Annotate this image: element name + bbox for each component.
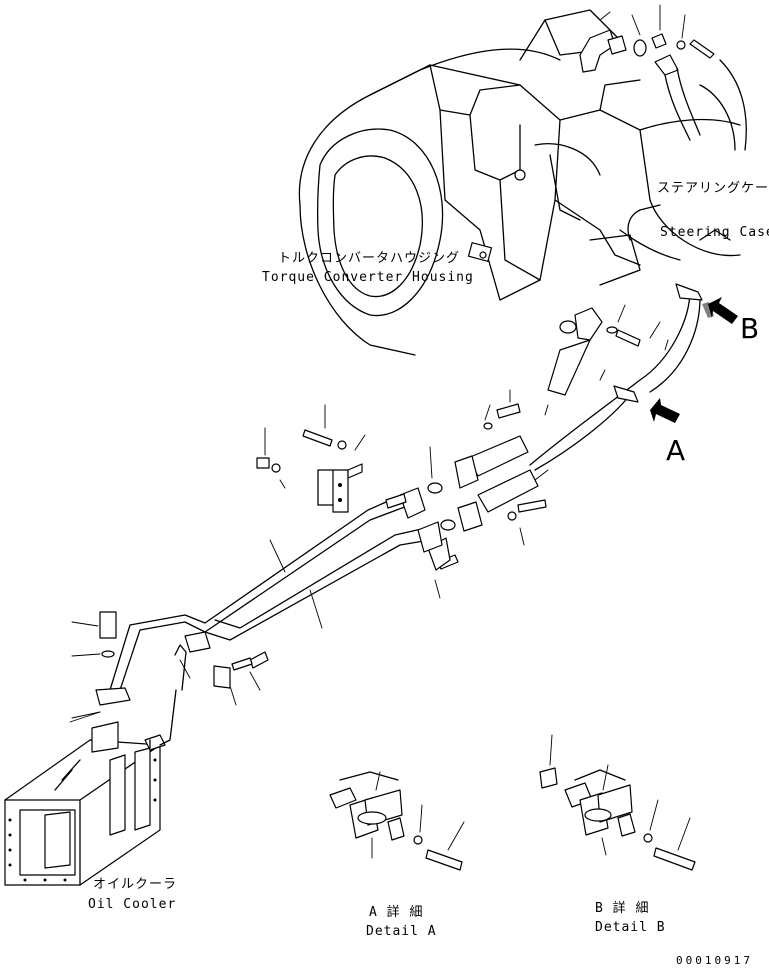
detail-a-label-en: Detail A — [366, 924, 437, 939]
oil-cooler — [4, 689, 177, 886]
detail-a-label-jp: A 詳 細 — [369, 904, 423, 920]
detail-b-drawing — [539, 734, 696, 871]
oil-cooler-label-jp: オイルクーラ — [93, 877, 177, 892]
oil-cooler-label-en: Oil Cooler — [88, 897, 176, 912]
torque-converter-label-jp: トルクコンバータハウジング — [278, 251, 460, 266]
view-b-letter: B — [740, 312, 759, 345]
steering-case — [619, 59, 747, 261]
pipe-bracket — [317, 463, 363, 513]
view-arrow-b — [702, 297, 738, 324]
view-arrow-a — [650, 398, 680, 423]
drawing-number: 00010917 — [676, 954, 753, 967]
detail-a-drawing — [329, 771, 465, 871]
top-hose-fittings — [579, 4, 715, 141]
view-a-letter: A — [666, 434, 685, 467]
steering-case-label-jp: ステアリングケース — [657, 181, 769, 196]
steering-case-label-en: Steering Case — [660, 225, 769, 240]
detail-b-label-en: Detail B — [595, 920, 666, 935]
hose-routing — [427, 283, 703, 532]
detail-b-label-jp: B 詳 細 — [595, 900, 649, 916]
oil-pipes — [95, 487, 443, 706]
torque-converter-label-en: Torque Converter Housing — [262, 270, 474, 285]
torque-converter-housing — [298, 9, 651, 356]
